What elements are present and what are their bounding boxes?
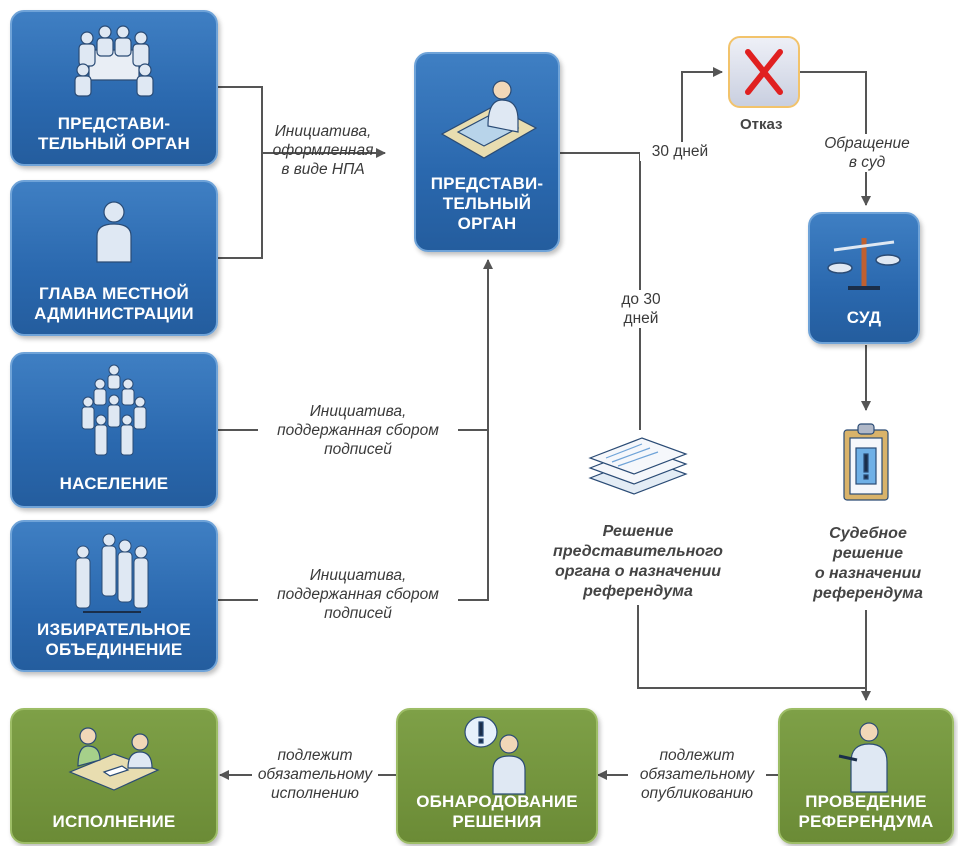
box-court: СУД bbox=[808, 212, 920, 344]
note-must-publish: подлежит обязательному опубликованию bbox=[628, 746, 766, 803]
box-label: НАСЕЛЕНИЕ bbox=[59, 474, 169, 493]
note-npa-initiative: Инициатива, оформленная в виде НПА bbox=[272, 123, 374, 178]
meeting-people-icon bbox=[12, 20, 216, 100]
box-publication: ОБНАРОДОВАНИЕ РЕШЕНИЯ bbox=[396, 708, 598, 844]
person-at-desk-icon bbox=[416, 76, 558, 166]
scales-icon bbox=[810, 228, 918, 298]
label-30-days: 30 дней bbox=[640, 142, 720, 161]
box-representative-center: ПРЕДСТАВИ- ТЕЛЬНЫЙ ОРГАН bbox=[414, 52, 560, 252]
box-label: ИСПОЛНЕНИЕ bbox=[52, 812, 176, 831]
clipboard-exclamation-icon bbox=[836, 418, 900, 511]
box-population: НАСЕЛЕНИЕ bbox=[10, 352, 218, 508]
refusal-label: Отказ bbox=[740, 116, 783, 133]
box-label: ПРОВЕДЕНИЕ РЕФЕРЕНДУМА bbox=[798, 792, 934, 831]
handshake-desk-icon bbox=[12, 720, 216, 800]
court-decision-text: Судебное решение о назначении референдум… bbox=[813, 525, 923, 602]
box-representative-left: ПРЕДСТАВИ- ТЕЛЬНЫЙ ОРГАН bbox=[10, 10, 218, 166]
speaker-exclamation-icon bbox=[398, 714, 596, 798]
note-signatures-electoral: Инициатива, поддержанная сбором подписей bbox=[258, 566, 458, 623]
presenter-icon bbox=[780, 716, 952, 796]
person-icon bbox=[12, 196, 216, 266]
group-people-icon bbox=[12, 530, 216, 620]
refusal-box bbox=[728, 36, 800, 108]
note-appeal-to-court: Обращение в суд bbox=[812, 134, 922, 172]
box-execution: ИСПОЛНЕНИЕ bbox=[10, 708, 218, 844]
box-head-administration: ГЛАВА МЕСТНОЙ АДМИНИСТРАЦИИ bbox=[10, 180, 218, 336]
box-label: ОБНАРОДОВАНИЕ РЕШЕНИЯ bbox=[416, 792, 578, 831]
crowd-icon bbox=[12, 362, 216, 462]
box-label: ИЗБИРАТЕЛЬНОЕ ОБЪЕДИНЕНИЕ bbox=[37, 620, 191, 659]
box-electoral-association: ИЗБИРАТЕЛЬНОЕ ОБЪЕДИНЕНИЕ bbox=[10, 520, 218, 672]
box-label: ПРЕДСТАВИ- ТЕЛЬНЫЙ ОРГАН bbox=[37, 114, 190, 153]
note-signatures-population: Инициатива, поддержанная сбором подписей bbox=[258, 402, 458, 459]
documents-stack-icon bbox=[586, 428, 690, 509]
label-up-to-30-days: до 30 дней bbox=[608, 290, 674, 328]
box-label: СУД bbox=[846, 308, 882, 327]
refusal-x-icon bbox=[745, 49, 783, 95]
box-referendum: ПРОВЕДЕНИЕ РЕФЕРЕНДУМА bbox=[778, 708, 954, 844]
note-must-execute: подлежит обязательному исполнению bbox=[252, 746, 378, 803]
box-label: ПРЕДСТАВИ- ТЕЛЬНЫЙ ОРГАН bbox=[430, 174, 544, 233]
box-label: ГЛАВА МЕСТНОЙ АДМИНИСТРАЦИИ bbox=[34, 284, 194, 323]
rep-decision-text: Решение представительного органа о назна… bbox=[553, 523, 723, 600]
